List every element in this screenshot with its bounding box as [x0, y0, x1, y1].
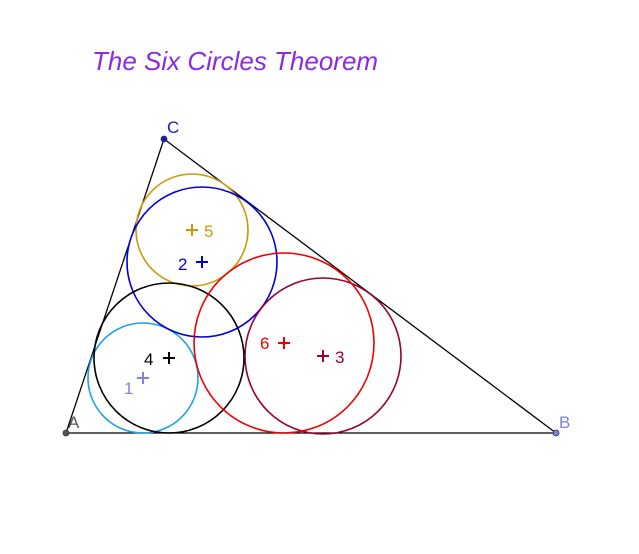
center-marker-1	[137, 372, 149, 384]
center-marker-3	[317, 350, 329, 362]
vertex-b-point	[552, 429, 560, 437]
circle-labels: 1 2 3 4 5 6	[124, 222, 344, 398]
circle-label-2: 2	[178, 255, 187, 274]
page-title: The Six Circles Theorem	[92, 46, 379, 76]
circle-label-4: 4	[144, 350, 153, 369]
center-marker-6	[278, 337, 290, 349]
circles	[87, 173, 402, 435]
circle-2	[126, 186, 278, 338]
vertex-a-label: A	[68, 413, 80, 432]
center-markers	[137, 224, 329, 384]
circle-4	[93, 282, 245, 434]
center-marker-2	[196, 256, 208, 268]
vertex-b-label: B	[559, 413, 570, 432]
vertex-c-point	[160, 135, 168, 143]
vertex-c-label: C	[167, 118, 179, 137]
circle-label-6: 6	[260, 334, 269, 353]
circle-label-5: 5	[204, 222, 213, 241]
triangle	[65, 138, 557, 434]
circle-label-1: 1	[124, 379, 133, 398]
circle-6	[193, 252, 375, 434]
circle-3	[244, 277, 402, 435]
side-ca	[65, 138, 165, 434]
center-marker-4	[163, 352, 175, 364]
center-marker-5	[186, 224, 198, 236]
vertex-a-point	[62, 429, 70, 437]
circle-label-3: 3	[335, 348, 344, 367]
vertices: A B C	[62, 118, 570, 437]
circle-1	[87, 322, 199, 434]
